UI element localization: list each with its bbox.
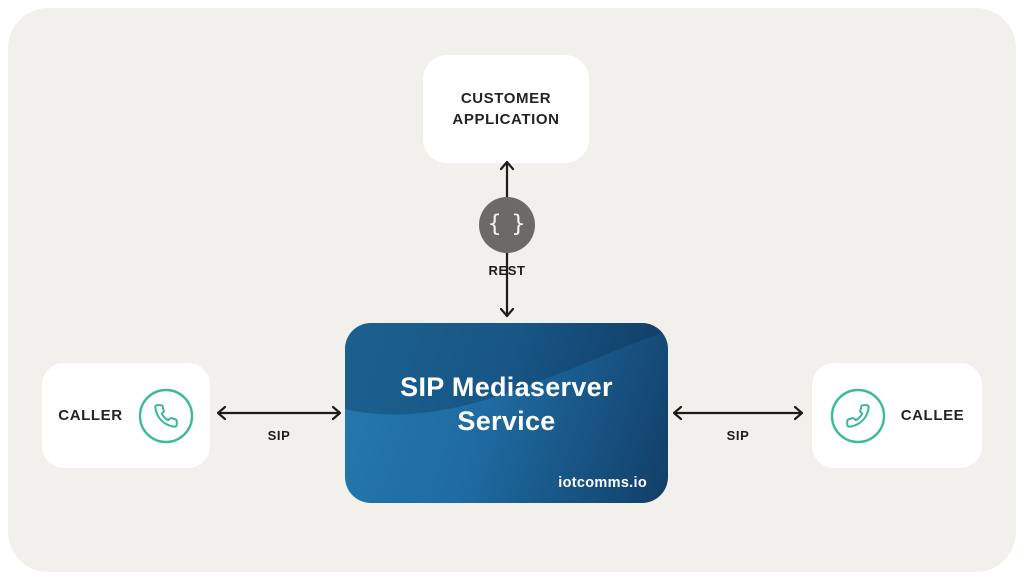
sip-right-connection-arrow	[672, 405, 804, 421]
mediaserver-swoosh-decoration	[345, 323, 668, 415]
caller-label: CALLER	[58, 407, 123, 424]
mediaserver-title-line2: Service	[457, 406, 556, 436]
caller-phone-icon	[138, 388, 193, 443]
sip-right-edge-label: SIP	[726, 428, 750, 443]
mediaserver-title-line1: SIP Mediaserver	[400, 372, 613, 402]
iotcomms-brand-text: iotcomms.io	[558, 475, 647, 491]
customer-application-label: CUSTOMER APPLICATION	[452, 88, 559, 130]
code-braces-icon: { }	[487, 210, 527, 237]
customer-application-line2: APPLICATION	[452, 111, 560, 128]
callee-phone-icon	[830, 388, 885, 443]
node-sip-mediaserver-service: SIP Mediaserver Service iotcomms.io	[345, 323, 668, 503]
callee-label: CALLEE	[900, 407, 965, 424]
mediaserver-title: SIP Mediaserver Service	[345, 370, 668, 438]
rest-api-node: { }	[479, 197, 535, 253]
node-customer-application: CUSTOMER APPLICATION	[423, 55, 589, 163]
rest-edge-label: REST	[488, 263, 526, 278]
sip-left-connection-arrow	[216, 405, 342, 421]
sip-left-edge-label: SIP	[267, 428, 291, 443]
node-caller: CALLER	[42, 363, 210, 468]
node-callee: CALLEE	[812, 363, 982, 468]
customer-application-line1: CUSTOMER	[460, 90, 552, 107]
